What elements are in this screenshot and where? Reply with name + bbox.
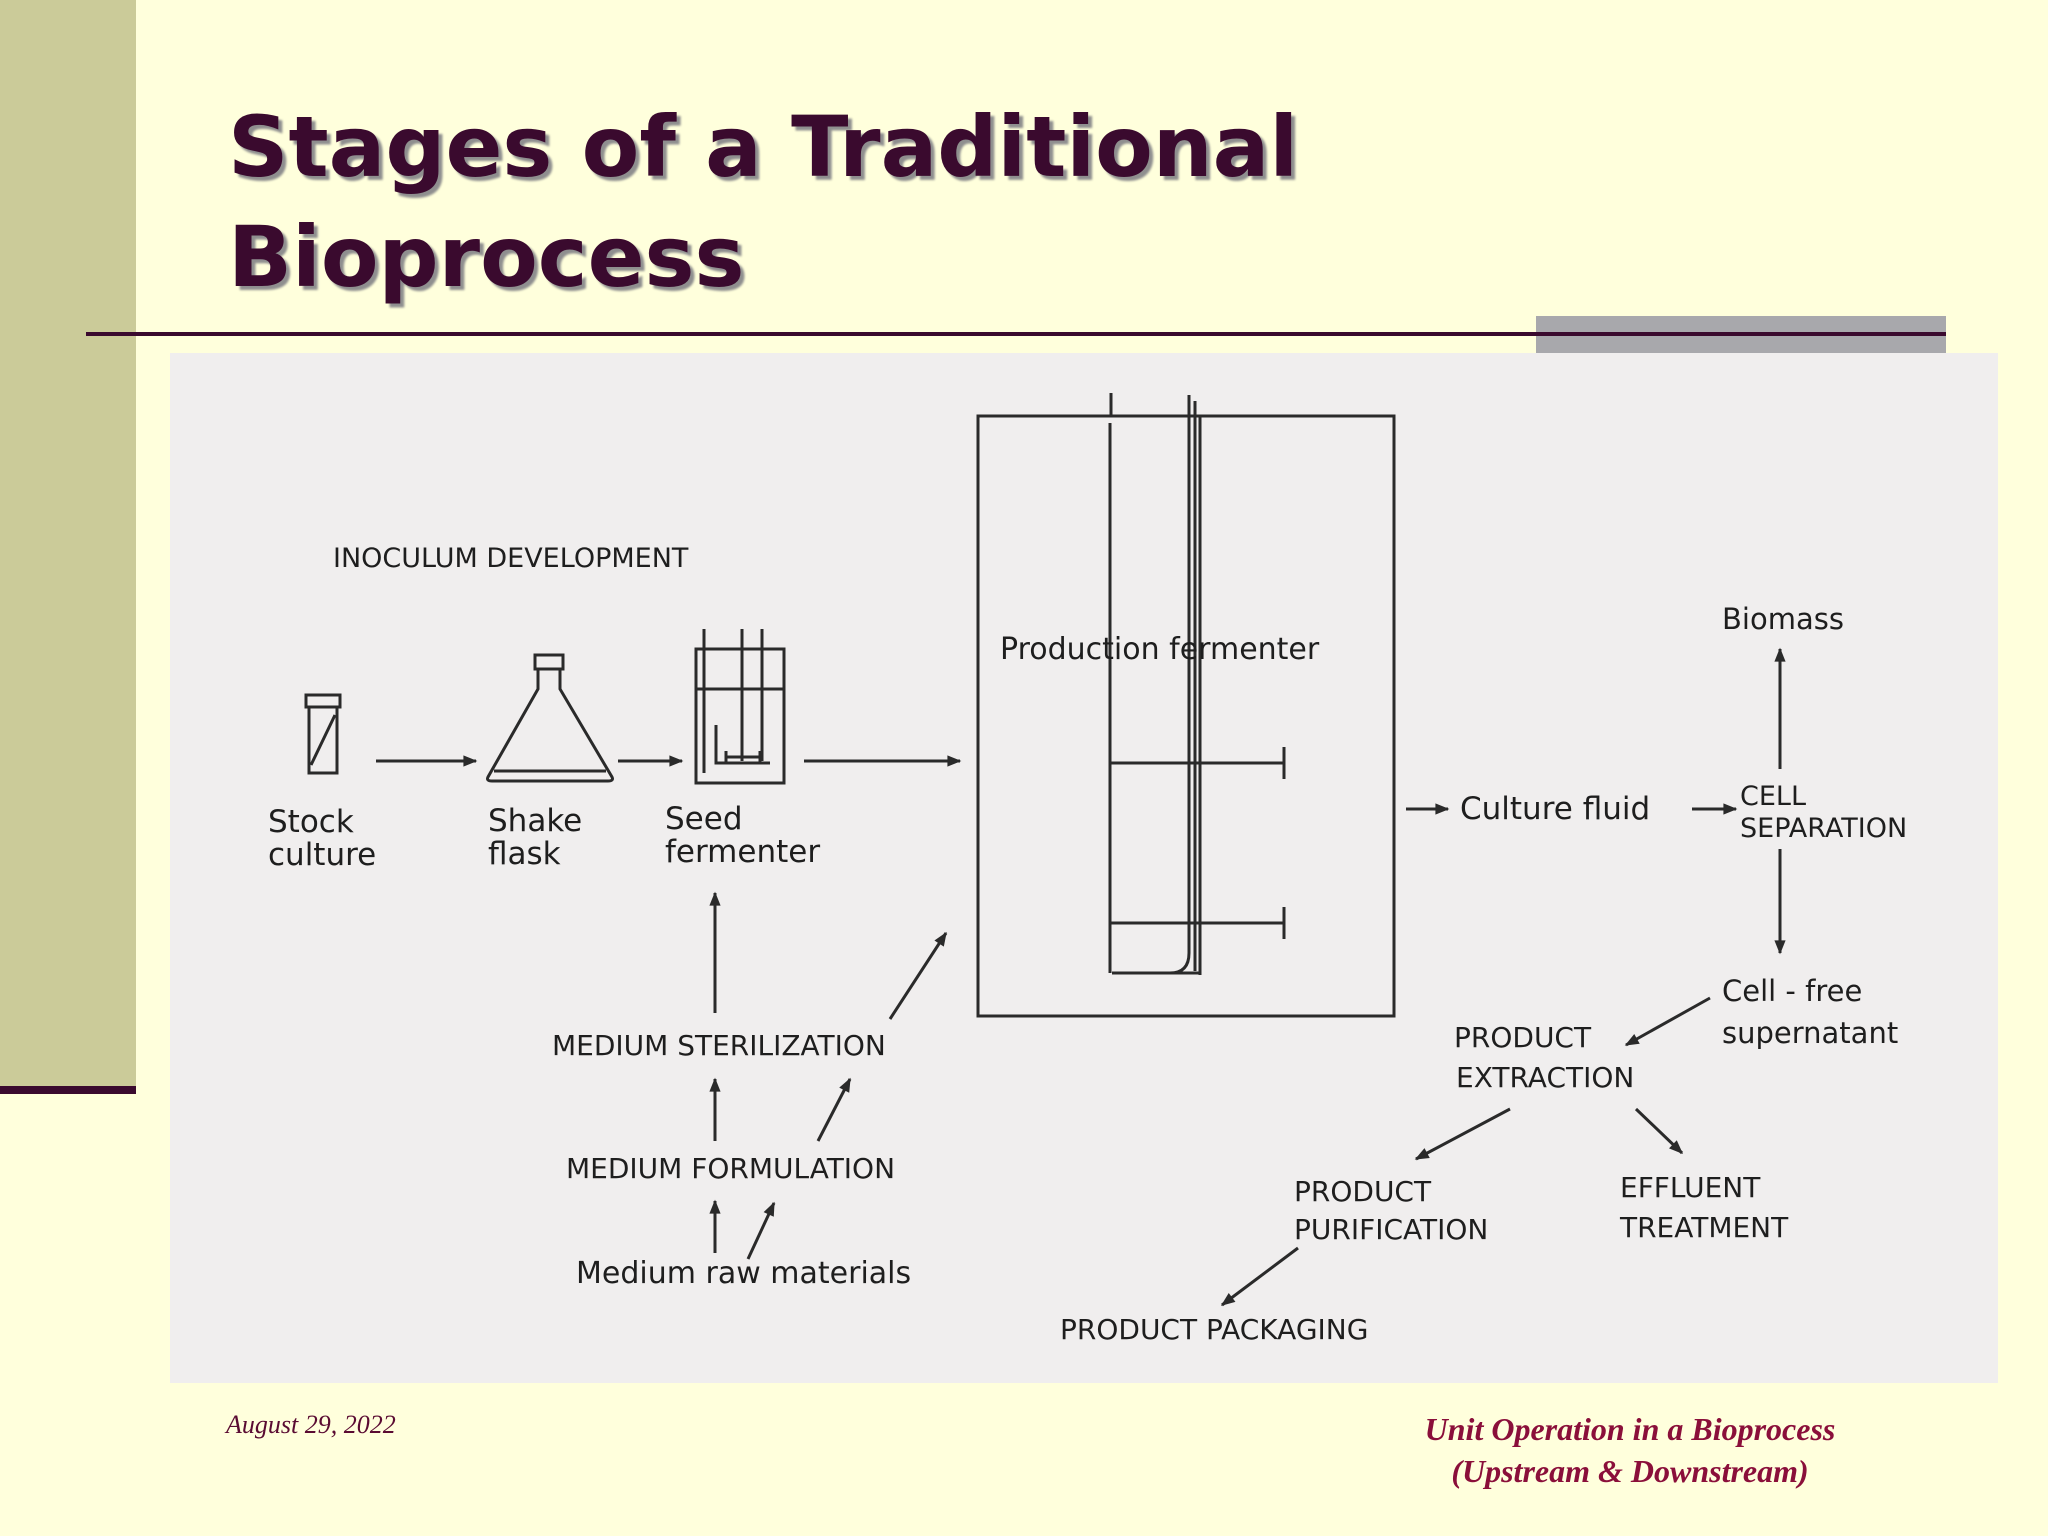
- label-medium-raw-materials: Medium raw materials: [576, 1256, 911, 1291]
- label-biomass: Biomass: [1722, 602, 1844, 636]
- arrow-purification-to-packaging: [1220, 1246, 1299, 1307]
- label-inoculum-development: INOCULUM DEVELOPMENT: [333, 543, 689, 574]
- arrow-extraction-to-purification: [1414, 1107, 1511, 1161]
- label-product-extraction-1: PRODUCT: [1454, 1021, 1592, 1054]
- arrow-raw-to-formulation-b: [746, 1201, 776, 1260]
- label-seed-fermenter-2: fermenter: [665, 834, 820, 870]
- footer-line2: (Upstream & Downstream): [1451, 1453, 1809, 1489]
- label-effluent-treatment-2: TREATMENT: [1619, 1211, 1789, 1244]
- label-stock-culture-1: Stock: [268, 804, 354, 840]
- label-culture-fluid: Culture fluid: [1460, 791, 1650, 827]
- label-product-packaging: PRODUCT PACKAGING: [1060, 1313, 1368, 1346]
- slide-title-line2: Bioprocess: [228, 208, 745, 306]
- slide-title: Stages of a Traditional Bioprocess: [228, 92, 1628, 312]
- arrow-supernatant-to-extraction: [1624, 996, 1711, 1047]
- slide-date: August 29, 2022: [226, 1410, 396, 1439]
- label-cell-separation-1: CELL: [1740, 781, 1806, 812]
- label-product-purification-2: PURIFICATION: [1294, 1213, 1488, 1246]
- left-accent-band: [0, 0, 136, 1090]
- label-effluent-treatment-1: EFFLUENT: [1620, 1171, 1761, 1204]
- label-product-extraction-2: EXTRACTION: [1456, 1061, 1634, 1094]
- diagram-background: [170, 353, 1998, 1383]
- arrow-extraction-to-effluent: [1634, 1107, 1684, 1155]
- label-cell-free-1: Cell - free: [1722, 974, 1862, 1008]
- shake-flask-icon: [486, 653, 614, 783]
- slide-title-line1: Stages of a Traditional: [228, 98, 1299, 196]
- production-fermenter-icon: [976, 393, 1396, 1018]
- label-production-fermenter: Production fermenter: [1000, 632, 1320, 667]
- label-medium-sterilization: MEDIUM STERILIZATION: [552, 1029, 886, 1062]
- footer-line1: Unit Operation in a Bioprocess: [1424, 1411, 1836, 1447]
- fermenter-internals: [1108, 401, 1286, 971]
- label-stock-culture-2: culture: [268, 837, 376, 873]
- label-medium-formulation: MEDIUM FORMULATION: [566, 1152, 895, 1185]
- label-cell-separation-2: SEPARATION: [1740, 813, 1907, 844]
- bioprocess-diagram: INOCULUM DEVELOPMENT Stock culture Shake…: [170, 353, 1998, 1383]
- title-divider: [86, 332, 1946, 336]
- seed-fermenter-icon: [694, 629, 786, 785]
- left-accent-underline: [0, 1086, 136, 1094]
- label-shake-flask-1: Shake: [488, 803, 582, 839]
- label-shake-flask-2: flask: [488, 836, 561, 872]
- stock-culture-vial-icon: [304, 693, 342, 775]
- arrow-sterilization-to-production: [888, 931, 948, 1020]
- slide-footer: Unit Operation in a Bioprocess (Upstream…: [1360, 1408, 1900, 1492]
- label-seed-fermenter-1: Seed: [665, 801, 743, 837]
- label-cell-free-2: supernatant: [1722, 1016, 1898, 1050]
- arrow-formulation-to-production: [816, 1077, 852, 1142]
- label-product-purification-1: PRODUCT: [1294, 1175, 1432, 1208]
